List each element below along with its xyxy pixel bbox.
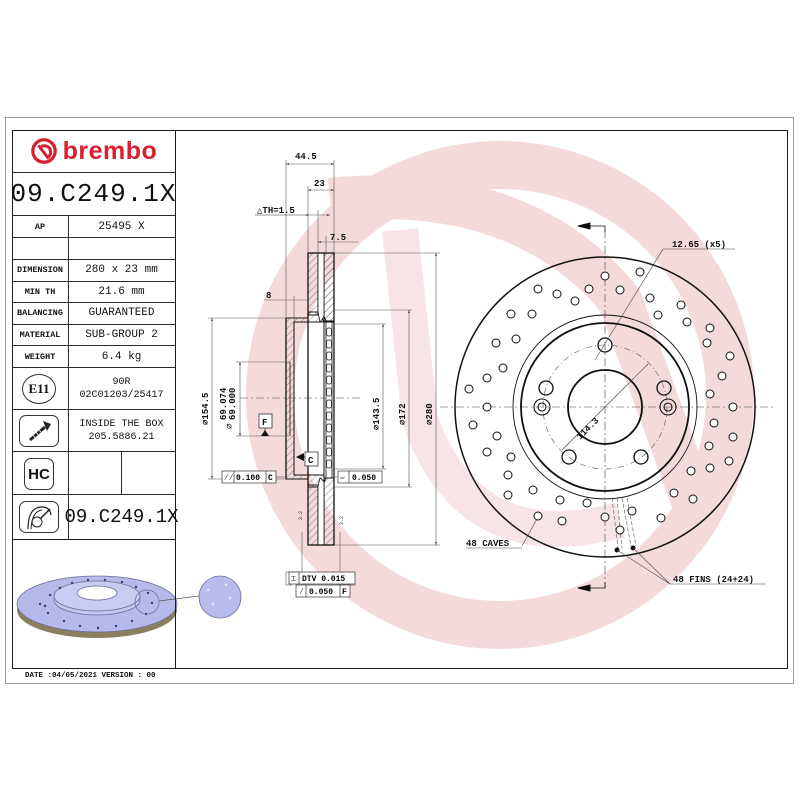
screw-line1: INSIDE THE BOX [79,418,164,430]
svg-text:0.100: 0.100 [236,474,260,483]
svg-text:▱: ▱ [340,474,345,483]
brembo-logo-icon [30,138,57,164]
spec-value: 21.6 mm [98,285,145,298]
brand-name: brembo [62,136,158,165]
spec-row-balancing: BALANCING GUARANTEED [12,303,175,325]
pcd-label: 114.3 [575,416,601,442]
datum-f: F [258,413,273,436]
screw-cell [12,410,69,451]
svg-text:C: C [268,474,273,483]
part-number: 09.C249.1X [10,179,177,209]
rotor-row: 09.C249.1X [12,495,179,540]
sheet-frame [12,130,788,669]
svg-text:DTV 0.015: DTV 0.015 [302,575,345,584]
blank-label [12,238,69,259]
datum-c: C [296,451,319,467]
tolerance-runout: / 0.050 F [295,584,351,598]
e11-line2: 02C01203/25417 [79,389,164,401]
svg-text:0.050: 0.050 [309,588,333,597]
section-dimension-text: 44.5 23 △TH=1.5 7.5 8 ⌀280 ⌀172 ⌀143.5 ⌀… [201,152,435,430]
e11-approval-icon: E11 [22,374,56,404]
svg-text:0.050: 0.050 [352,474,376,483]
dim-d154: ⌀154.5 [201,393,211,425]
spec-label: BALANCING [12,303,69,324]
screw-line2: 205.5886.21 [88,431,155,443]
svg-text:C: C [308,456,314,466]
dim-d143: ⌀143.5 [372,398,382,430]
dim-bore-max: 69.074 [219,387,229,420]
screw-row: INSIDE THE BOX 205.5886.21 [12,410,175,452]
rotor-section-icon [19,501,59,533]
spec-label: WEIGHT [12,346,69,367]
svg-text:/: / [299,588,304,597]
spec-row-material: MATERIAL SUB-GROUP 2 [12,324,175,347]
sheet-outer-border [5,117,794,684]
spec-panel: brembo 09.C249.1X AP 25495 X DIMENSION 2… [10,130,179,669]
hc-row: HC [12,452,175,495]
dim-vane: 7.5 [330,233,346,243]
hc-value-a [68,452,122,494]
brembo-watermark-icon [246,141,754,649]
svg-text:3.2: 3.2 [339,516,345,525]
spec-value: 6.4 kg [101,350,142,363]
dim-d172: ⌀172 [398,403,408,425]
spec-label: DIMENSION [12,260,69,281]
dim-bore-min: 69.000 [228,388,238,420]
screw-value: INSIDE THE BOX 205.5886.21 [68,410,175,451]
dim-bore-prefix: ⌀ [225,423,235,429]
front-view [440,222,775,592]
spec-row-dimension: DIMENSION 280 x 23 mm [12,260,175,282]
tolerance-parallelism: // 0.100 C [221,470,286,484]
dim-hat-offset: 8 [266,291,271,301]
screw-icon [19,415,59,447]
svg-text:F: F [262,418,267,428]
dim-d280: ⌀280 [425,403,435,425]
drill-holes [464,267,738,535]
rotor-3d-render [16,575,242,638]
hc-cell: HC [12,452,69,494]
dim-overall-height: 44.5 [295,152,317,162]
e11-line1: 90R [112,376,131,388]
part-number-row: 09.C249.1X [10,173,177,216]
spec-value: GUARANTEED [88,307,155,320]
dim-delta-th: △TH=1.5 [257,206,295,216]
hc-icon: HC [24,458,54,490]
spec-row-min-th: MIN TH 21.6 mm [12,281,175,304]
tolerance-flatness: ▱ 0.050 [334,470,383,484]
svg-text:3.2: 3.2 [298,511,304,520]
ap-label: AP [12,216,69,237]
rotor-icon-cell [12,495,69,539]
brand-row: brembo [12,130,175,173]
spec-value: 280 x 23 mm [85,264,158,277]
tolerance-dtv: ⌶ DTV 0.015 [288,571,356,585]
ap-row: AP 25495 X [12,216,175,238]
rotor-row-value: 09.C249.1X [64,506,179,528]
svg-text:⌶: ⌶ [291,575,296,584]
svg-text://: // [224,474,234,483]
svg-text:F: F [342,588,347,597]
spec-label: MATERIAL [12,324,69,346]
dim-thickness: 23 [314,179,325,189]
roughness-marks: 3.2 3.2 [298,511,345,525]
caves-label: 48 CAVES [466,539,510,549]
spec-label: MIN TH [12,281,69,303]
date-version: DATE :04/05/2021 VERSION : 00 [25,672,156,680]
e11-cell: E11 [12,368,69,409]
bolt-hole-label: 12.65 (x5) [672,240,726,250]
blank-row [12,238,175,260]
fins-label: 48 FINS (24+24) [673,575,754,585]
ap-value: 25495 X [98,220,145,233]
spec-row-weight: WEIGHT 6.4 kg [12,346,175,368]
e11-row: E11 90R 02C01203/25417 [12,368,175,410]
section-view [240,252,360,546]
blank-value [68,238,175,259]
spec-value: SUB-GROUP 2 [85,329,158,342]
e11-value: 90R 02C01203/25417 [68,368,175,409]
